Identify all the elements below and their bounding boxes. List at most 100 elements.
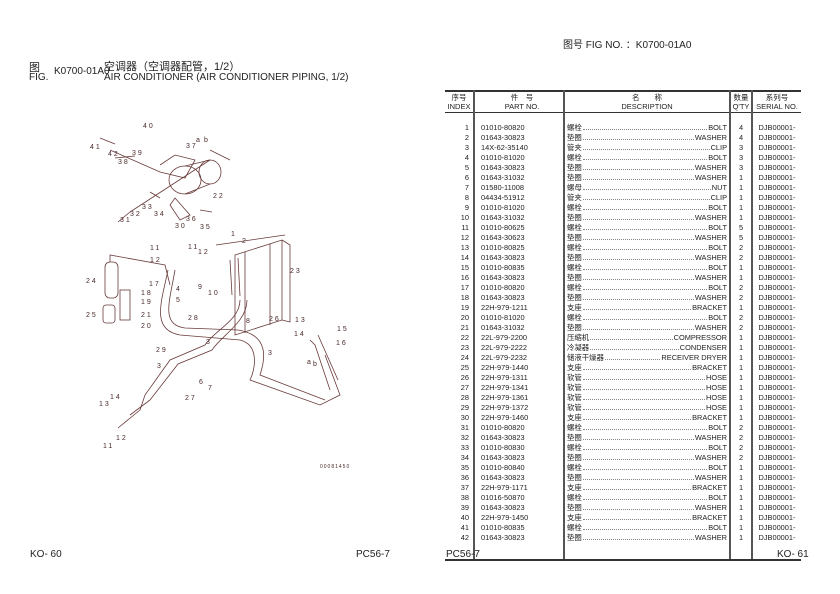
description-en: CONDENSER <box>679 343 727 352</box>
row-qty: 5 <box>730 233 753 243</box>
row-index: 12 <box>445 233 475 243</box>
page-number-left: KO- 60 <box>30 549 62 560</box>
row-part-no: 01643-30823 <box>474 503 565 513</box>
row-index: 34 <box>445 453 475 463</box>
page-number-right: KO- 61 <box>777 549 809 560</box>
callout-3: 3 <box>268 350 274 357</box>
callout-31: 31 <box>120 217 132 224</box>
row-serial: DJB00001- <box>758 333 796 342</box>
callout-42: 42 <box>108 151 120 158</box>
row-serial: DJB00001- <box>758 243 796 252</box>
row-index: 13 <box>445 243 475 253</box>
row-part-no: 22H-979-1450 <box>474 513 565 523</box>
description-cn: 螺栓 <box>567 243 582 252</box>
row-part-no: 22L-979-2232 <box>474 353 565 363</box>
row-serial: DJB00001- <box>758 483 796 492</box>
description-en: WASHER <box>694 433 727 442</box>
fig-label: FIG. <box>29 72 49 83</box>
row-index: 39 <box>445 503 475 513</box>
row-index: 27 <box>445 383 475 393</box>
description-en: WASHER <box>694 163 727 172</box>
row-qty: 2 <box>730 423 753 433</box>
row-qty: 2 <box>730 293 753 303</box>
description-en: BRACKET <box>692 413 727 422</box>
row-index: 6 <box>445 173 475 183</box>
row-part-no: 01010-80820 <box>474 123 565 133</box>
row-part-no: 22H-979-1341 <box>474 383 565 393</box>
row-index: 7 <box>445 183 475 193</box>
description-cn: 垫圈 <box>567 233 582 242</box>
row-index: 15 <box>445 263 475 273</box>
description-cn: 支座 <box>567 483 582 492</box>
description-en: WASHER <box>694 293 727 302</box>
description-en: WASHER <box>694 323 727 332</box>
row-qty: 2 <box>730 323 753 333</box>
row-index: 20 <box>445 313 475 323</box>
row-index: 24 <box>445 353 475 363</box>
description-cn: 螺母 <box>567 183 582 192</box>
callout-1: 1 <box>231 231 237 238</box>
description-cn: 软管 <box>567 403 582 412</box>
callout-34: 34 <box>154 211 166 218</box>
row-index: 36 <box>445 473 475 483</box>
row-part-no: 01010-80835 <box>474 523 565 533</box>
row-part-no: 01643-30823 <box>474 473 565 483</box>
description-cn: 垫圈 <box>567 173 582 182</box>
row-serial: DJB00001- <box>758 493 796 502</box>
row-part-no: 22H-979-1361 <box>474 393 565 403</box>
row-part-no: 01643-30823 <box>474 133 565 143</box>
fig-cn-label: 图 <box>29 62 40 74</box>
description-cn: 管夹 <box>567 193 582 202</box>
row-qty: 1 <box>730 483 753 493</box>
callout-3: 3 <box>157 363 163 370</box>
row-qty: 1 <box>730 263 753 273</box>
row-part-no: 01010-80625 <box>474 223 565 233</box>
row-index: 41 <box>445 523 475 533</box>
description-en: WASHER <box>694 213 727 222</box>
row-index: 3 <box>445 143 475 153</box>
callout-9: 9 <box>198 284 204 291</box>
row-part-no: 01643-30823 <box>474 533 565 543</box>
row-part-no: 01016-50870 <box>474 493 565 503</box>
callout-25: 25 <box>86 312 98 319</box>
callout-14: 14 <box>294 331 306 338</box>
callout-26: 26 <box>269 316 281 323</box>
row-serial: DJB00001- <box>758 293 796 302</box>
callout-11: 11 <box>103 443 114 450</box>
row-qty: 1 <box>730 493 753 503</box>
row-serial: DJB00001- <box>758 393 796 402</box>
description-en: COMPRESSOR <box>673 333 727 342</box>
row-serial: DJB00001- <box>758 383 796 392</box>
description-cn: 冷凝器 <box>567 343 590 352</box>
row-serial: DJB00001- <box>758 223 796 232</box>
description-en: BOLT <box>708 123 727 132</box>
callout-15: 15 <box>337 326 349 333</box>
